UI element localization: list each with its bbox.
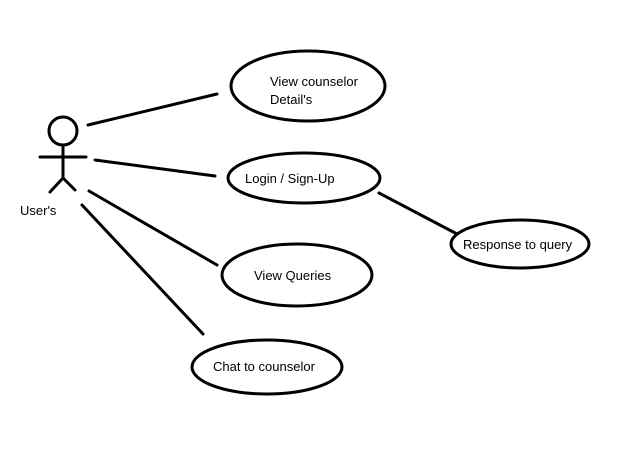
use-case-view-queries-ellipse	[220, 242, 374, 308]
use-case-view-counselor-ellipse	[229, 49, 387, 123]
association-view-counselor	[86, 92, 219, 127]
association-login	[93, 158, 217, 178]
use-case-view-counselor-label-line2: Detail's	[270, 92, 313, 107]
use-case-login: Login / Sign-Up	[226, 151, 382, 205]
association-chat	[80, 203, 205, 336]
use-case-response-ellipse	[449, 218, 591, 270]
use-case-response: Response to query	[449, 218, 591, 270]
actor-head	[47, 115, 79, 147]
actor-user	[38, 115, 88, 194]
actor-right-leg	[61, 176, 77, 192]
use-case-chat-ellipse	[190, 338, 344, 396]
use-case-chat-label: Chat to counselor	[213, 359, 316, 374]
use-case-response-label: Response to query	[463, 237, 573, 252]
use-case-view-counselor-label-line1: View counselor	[270, 74, 359, 89]
use-case-login-label: Login / Sign-Up	[245, 171, 335, 186]
use-case-login-ellipse	[226, 151, 382, 205]
use-case-view-counselor: View counselor Detail's	[229, 49, 387, 123]
association-login-response	[377, 191, 461, 237]
use-case-view-queries: View Queries	[220, 242, 374, 308]
use-case-chat: Chat to counselor	[190, 338, 344, 396]
use-case-view-queries-label: View Queries	[254, 268, 332, 283]
actor-label: User's	[20, 203, 57, 218]
association-view-queries	[87, 189, 219, 267]
actor-left-leg	[48, 176, 65, 194]
